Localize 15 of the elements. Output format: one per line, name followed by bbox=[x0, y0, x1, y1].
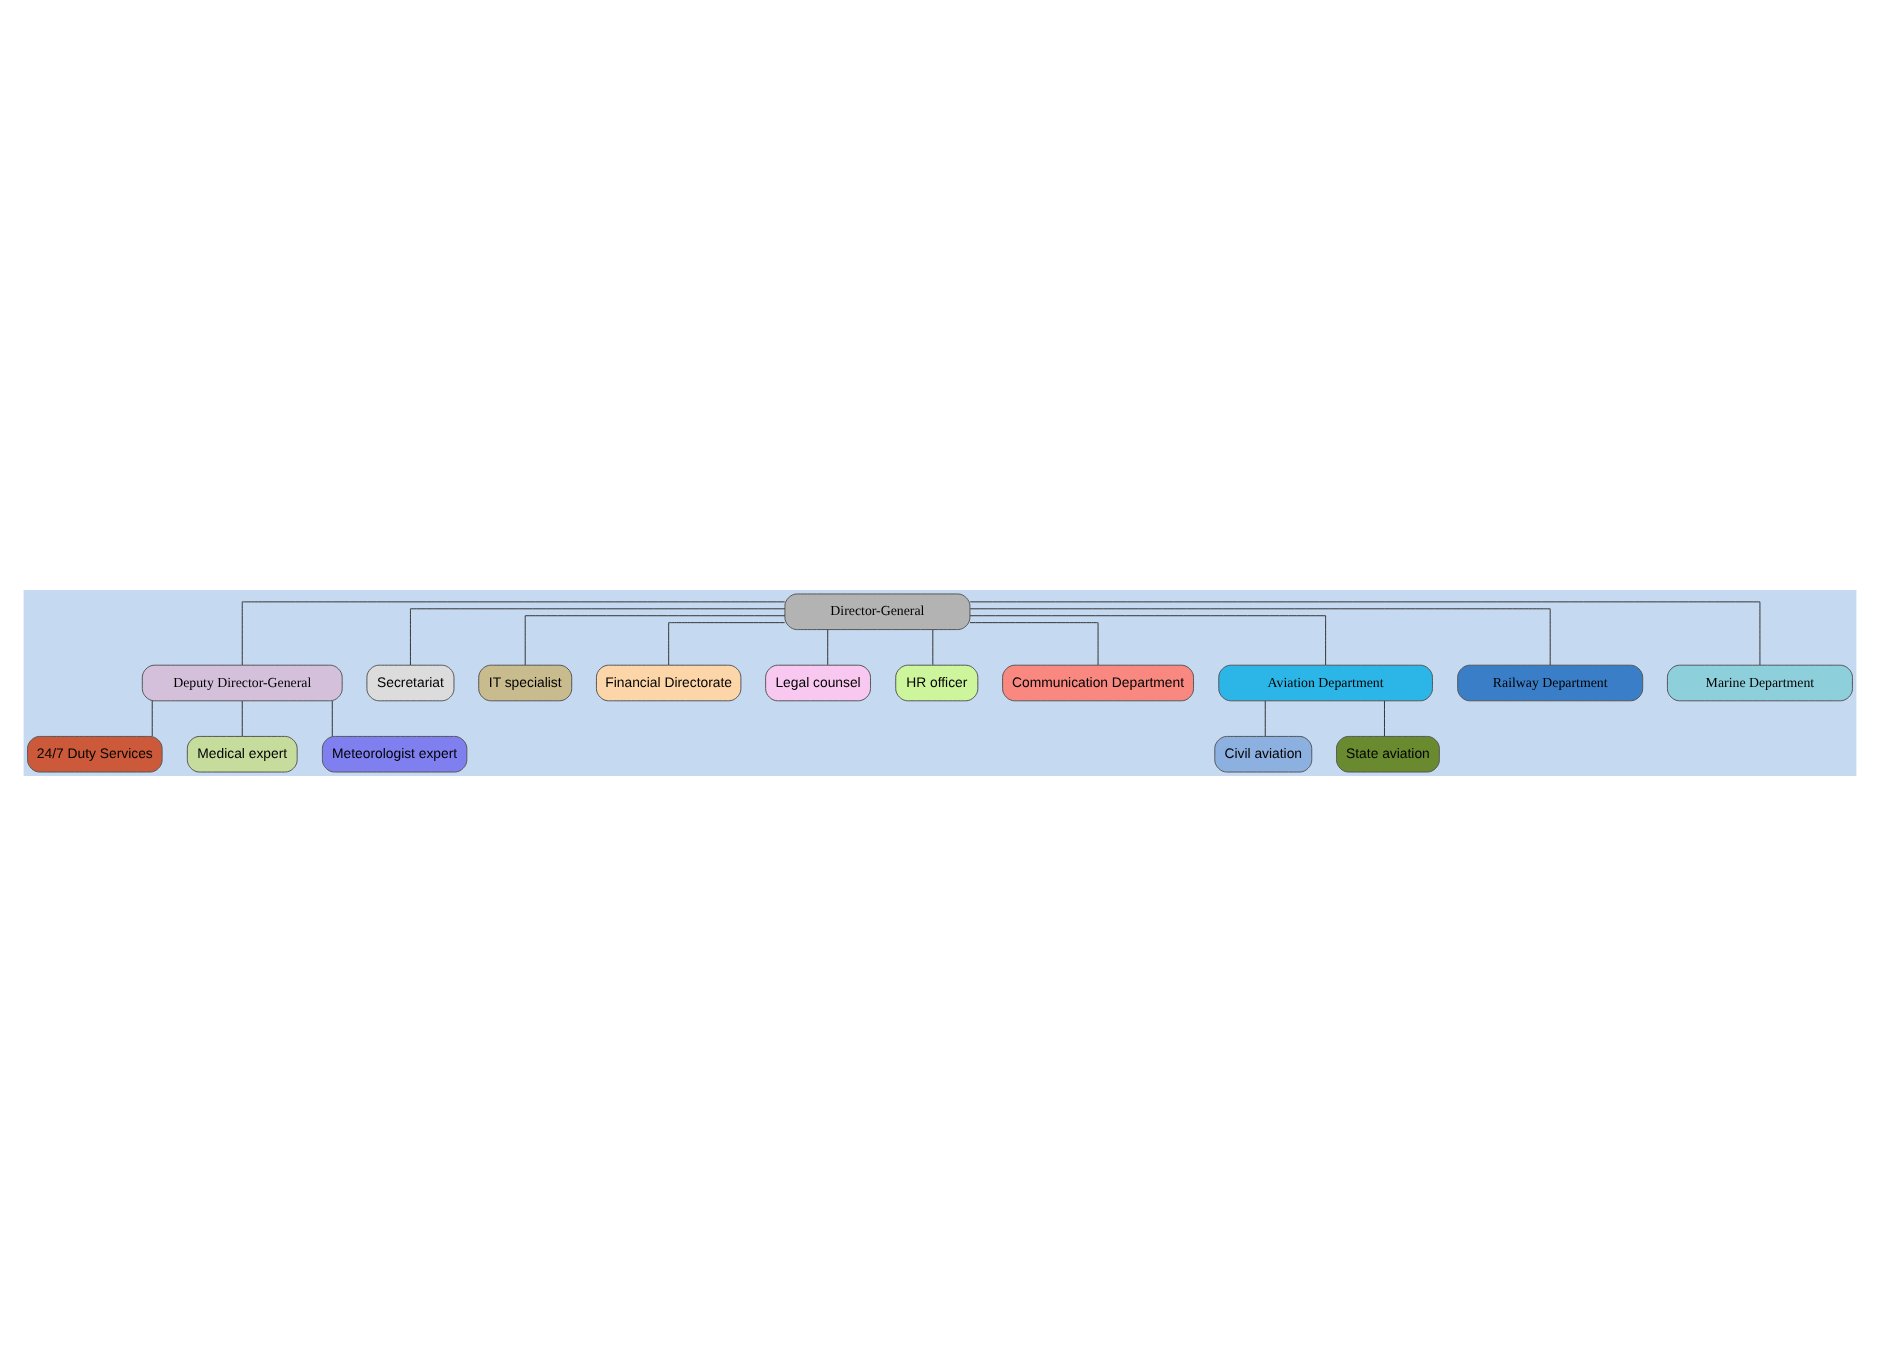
connector bbox=[668, 621, 786, 665]
connector bbox=[151, 699, 153, 736]
connector bbox=[969, 607, 1551, 665]
connector bbox=[409, 607, 786, 665]
connector bbox=[969, 600, 1761, 665]
connector bbox=[331, 699, 333, 736]
connector bbox=[1264, 699, 1266, 736]
connector bbox=[827, 628, 829, 665]
connector bbox=[969, 621, 1099, 665]
connector bbox=[241, 600, 786, 665]
connector bbox=[241, 699, 243, 736]
connector bbox=[932, 628, 934, 665]
connector bbox=[524, 614, 786, 665]
connector bbox=[1383, 699, 1385, 736]
connector bbox=[969, 614, 1327, 665]
